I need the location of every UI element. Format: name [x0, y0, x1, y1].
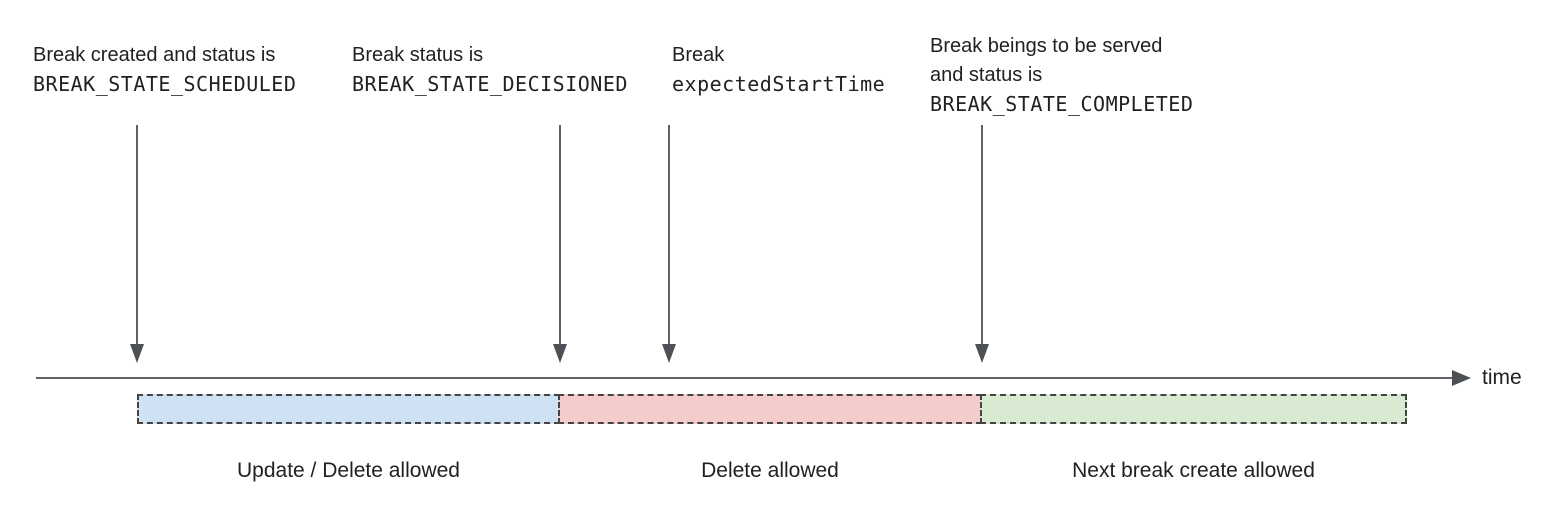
annotation-text: Break: [672, 44, 725, 66]
annotation-state-code: expectedStartTime: [672, 72, 886, 96]
segment-label-delete: Delete allowed: [701, 459, 839, 482]
annotation-break-created: Break created and status is BREAK_STATE_…: [33, 41, 296, 99]
arrow-shaft: [559, 125, 561, 345]
annotation-text: and status is: [930, 64, 1043, 86]
annotation-break-decisioned: Break status is BREAK_STATE_DECISIONED: [352, 41, 628, 99]
annotation-text: Break created and status is: [33, 44, 276, 66]
down-arrow-icon: [662, 125, 676, 363]
segment-update-delete-allowed: [137, 394, 560, 424]
annotation-text: Break beings to be served: [930, 35, 1163, 57]
arrow-shaft: [981, 125, 983, 345]
annotation-break-completed: Break beings to be served and status is …: [930, 32, 1193, 119]
segment-next-break-create-allowed: [980, 394, 1407, 424]
arrowhead-icon: [553, 344, 567, 363]
annotation-state-code: BREAK_STATE_DECISIONED: [352, 72, 628, 96]
annotation-state-code: BREAK_STATE_COMPLETED: [930, 92, 1194, 116]
segment-label-update-delete: Update / Delete allowed: [237, 459, 460, 482]
segment-delete-allowed: [558, 394, 982, 424]
annotation-expected-start-time: Break expectedStartTime: [672, 41, 885, 99]
arrow-shaft: [668, 125, 670, 345]
arrow-shaft: [136, 125, 138, 345]
annotation-state-code: BREAK_STATE_SCHEDULED: [33, 72, 297, 96]
down-arrow-icon: [130, 125, 144, 363]
segment-label-next-break-create: Next break create allowed: [1072, 459, 1315, 482]
down-arrow-icon: [975, 125, 989, 363]
time-axis-line: [36, 377, 1453, 379]
time-axis-arrowhead-icon: [1452, 370, 1471, 386]
time-axis-label: time: [1482, 366, 1522, 389]
annotation-text: Break status is: [352, 44, 484, 66]
arrowhead-icon: [975, 344, 989, 363]
arrowhead-icon: [662, 344, 676, 363]
arrowhead-icon: [130, 344, 144, 363]
down-arrow-icon: [553, 125, 567, 363]
